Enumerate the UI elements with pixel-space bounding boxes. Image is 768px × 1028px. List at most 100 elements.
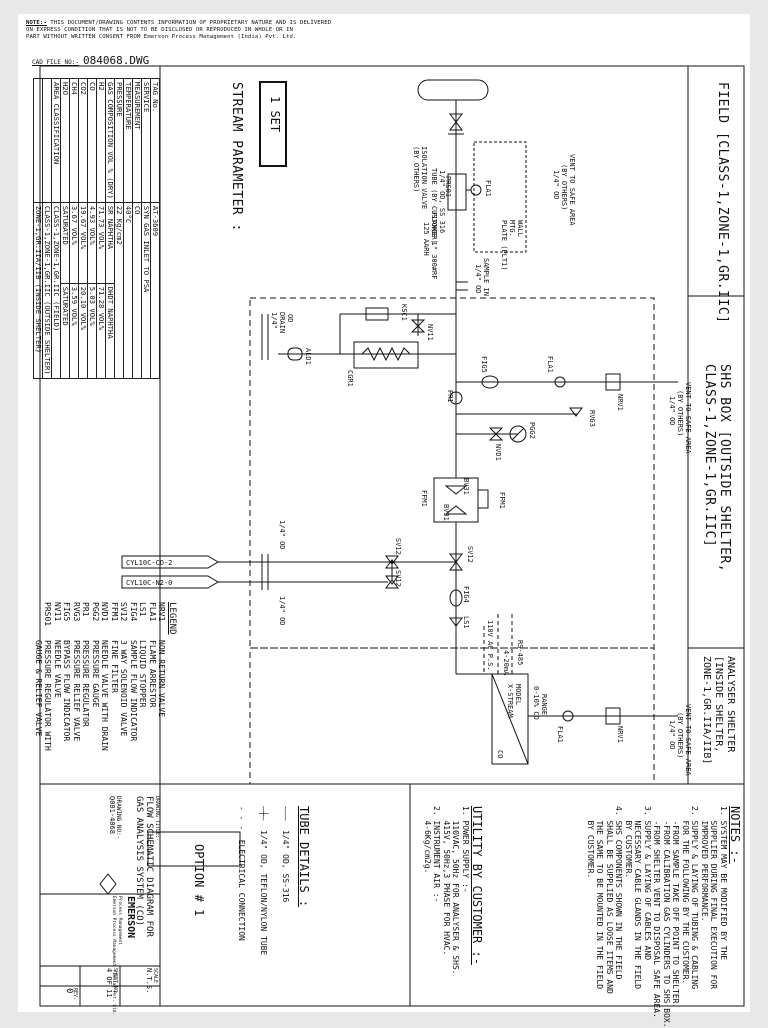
nvd1-needle-valve <box>488 427 504 435</box>
lbl-drain-2: DRAIN <box>278 312 286 333</box>
note-line: IMPROVED PERFORMANCE. <box>700 806 709 922</box>
cad-file-value: 084068.DWG <box>82 54 150 67</box>
notes: NOTES :- 1. SYSTEM MAY BE MODIFIED BY TH… <box>586 806 742 1028</box>
lbl-cgr1: CGR1 <box>346 370 354 387</box>
stream-param-value: 22 Kg/cm2 <box>114 202 124 379</box>
scale-block: SCALE N.T.S. <box>145 968 158 993</box>
note-line: FOR THE FOLLOWING BY THE CUSTOMER. <box>681 806 690 985</box>
rev-block: REV. 0 <box>64 988 78 1000</box>
lbl-bv31a: BV31 <box>462 478 470 495</box>
fig5-flow-indicator <box>481 375 499 389</box>
lbl-analyser-nrv1: NRV1 <box>616 726 624 743</box>
lbl-ls1: LS1 <box>462 616 470 629</box>
process-pipe <box>417 79 489 101</box>
cyl-co-tag <box>121 555 219 569</box>
lbl-bv31b: BV31 <box>442 504 450 521</box>
zone-shs-header: SHS BOX [OUTSIDE SHELTER, CLASS-1,ZONE-1… <box>702 364 732 572</box>
legend-description: PRESSURE REGULATOR <box>81 640 91 727</box>
stream-param-value: 4.93 VOL% <box>87 202 97 284</box>
lbl-shs-fla1: FLA1 <box>546 356 554 373</box>
lbl-cyl-co: CYL10C-CO-2 <box>126 559 172 567</box>
drawing-frame <box>39 65 745 1007</box>
company-name: EMERSON <box>125 896 136 939</box>
utility-title: UTILITY BY CUSTOMER :- <box>470 806 484 965</box>
sheet-value: 4 OF 11 <box>105 968 113 998</box>
lbl-drain-1: 1/4" <box>270 312 278 329</box>
stream-param-name <box>42 78 52 203</box>
lbl-cyl-n2: CYL10C-N2-0 <box>126 579 172 587</box>
legend-code: PRS01 <box>43 602 53 627</box>
lbl-power: 110V AC P.S. <box>486 620 494 671</box>
notice-line-1: THIS DOCUMENT/DRAWING CONTENTS INFORMATI… <box>50 20 332 26</box>
stream-param-value: SATURATED <box>60 283 70 379</box>
lbl-fig4: FIG4 <box>462 586 470 603</box>
note-line: -FROM CALIBRATION GAS CYLINDERS TO SHS B… <box>662 806 671 1028</box>
lbl-wall-2: MTG. <box>508 220 516 237</box>
legend-description: NON RETURN VALVE <box>157 640 167 718</box>
legend-description: PRESSURE REGULATOR WITH <box>43 640 53 751</box>
cgr1-cooler <box>353 341 419 369</box>
note-line: -FROM SHELTER VENT TO DISPOSAL SAFE AREA… <box>652 806 662 1018</box>
stream-param-value: CLASS-1,ZONE-1,GR.IIC (OUTSIDE SHELTER) <box>42 202 52 379</box>
legend-item: PR1PRESSURE REGULATOR <box>81 602 91 751</box>
zone-analyser-header: ANALYSER SHELTER [INSIDE SHELTER, ZONE-1… <box>700 656 736 764</box>
ls1-liquid-stopper <box>449 617 463 627</box>
lbl-fig5: FIG5 <box>480 356 488 373</box>
lbl-isolation-1: ISOLATION VALVE <box>420 146 428 209</box>
lbl-ffm1a: FFM1 <box>498 492 506 509</box>
sv12-valve-main <box>449 553 463 563</box>
legend-description: SAMPLE FLOW INDICATOR <box>129 640 138 742</box>
zone-analyser-label-2: [INSIDE SHELTER, <box>713 656 724 753</box>
legend-item: NRV1NON RETURN VALVE <box>157 602 167 751</box>
company-block: EMERSON <box>125 896 136 938</box>
lbl-rvg3: RVG3 <box>588 410 596 427</box>
stream-param-value: 71.73 VOL% <box>96 202 106 284</box>
lbl-ffm1b: FFM1 <box>420 490 428 507</box>
note-line: BY CUSTOMER. <box>586 806 595 879</box>
stream-param-name: TAG No. <box>150 78 160 203</box>
lbl-tube-2: TUBE (BY CUSTOMER) <box>430 168 438 244</box>
utility-rows: 1. POWER SUPPLY :- 110VAC, 50Hz FOR ANAL… <box>423 806 470 975</box>
legend-description: GAUGE & RELIEF VALVE <box>34 640 43 737</box>
stream-param-name: CH4 <box>69 78 79 203</box>
lbl-field-vent-3: 1/4" OD <box>552 170 560 200</box>
tube-teflon-text: 1/4" OD, TEFLON/NYLON TUBE <box>259 830 268 956</box>
note-line: 2. SUPPLY & LAYING OF TUBING & CABLING <box>690 806 700 990</box>
option-text: OPTION # 1 <box>192 844 206 917</box>
lbl-ksc1: KSC1 <box>400 304 408 321</box>
lbl-drain-3: OD <box>286 314 294 322</box>
stream-param-value: AT-3609 <box>150 202 160 379</box>
stream-title-text: STREAM PARAMETER : <box>229 82 244 232</box>
stream-param-name: AREA CLASSIFICATION <box>51 78 61 203</box>
legend-title: LEGEND <box>167 602 177 635</box>
analyser-box <box>491 673 529 765</box>
stream-param-name: CO2 <box>78 78 88 203</box>
cyl-n2-tag <box>121 575 219 589</box>
lbl-field-fla1: FLA1 <box>484 180 492 197</box>
stream-param-value: ZONE-1,GR.IIA/IIB (INSIDE SHELTER) <box>33 202 43 379</box>
legend-code: NVD1 <box>100 602 110 622</box>
lbl-od-1: 1/4" OD <box>278 520 286 550</box>
stream-row: TAG No.AT-3609 <box>150 78 160 379</box>
lbl-rs485: RS-485 <box>516 640 524 665</box>
zone-field-label: FIELD [CLASS-1,ZONE-1,GR.IIC] <box>715 82 730 324</box>
option-box <box>147 831 241 867</box>
utility-line: 415V, 50Hz,3 PHASE FOR HVAC. <box>442 806 451 956</box>
legend-item: NV11NEEDLE VALVE <box>53 602 62 751</box>
legend-code: FIG5 <box>62 602 72 622</box>
flow-schematic: ISOLATION VALVE (BY OTHERS) FLANGE 1" 30… <box>39 65 745 1007</box>
note-line: SUPPLIER DURING FINAL EXECUTION FOR <box>709 806 719 990</box>
lbl-prs01: PRS01 <box>444 176 452 197</box>
legend-item: GAUGE & RELIEF VALVE <box>34 602 43 751</box>
stream-param-name: CO <box>87 78 97 203</box>
lbl-pgg2: PGG2 <box>528 422 536 439</box>
zone-field-header: FIELD [CLASS-1,ZONE-1,GR.IIC] <box>715 82 730 323</box>
notice-label: NOTE:- <box>26 20 47 26</box>
